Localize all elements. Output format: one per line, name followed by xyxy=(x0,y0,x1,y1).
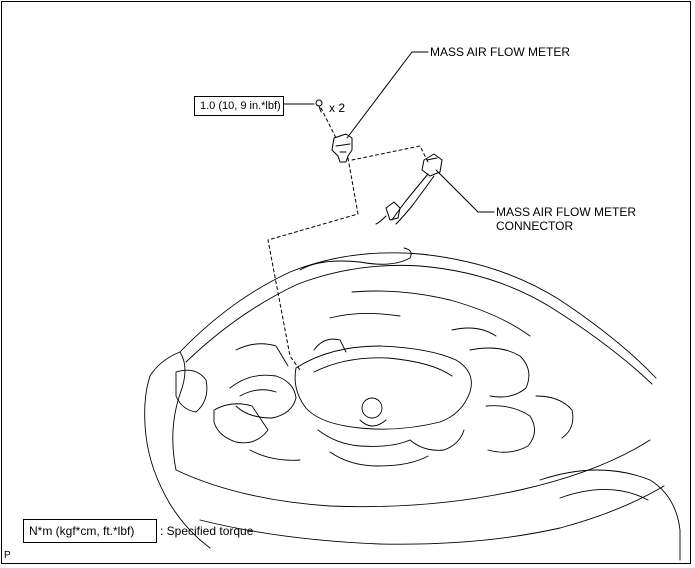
callout-maf-meter: MASS AIR FLOW METER xyxy=(430,45,571,59)
callout-maf-connector-line2: CONNECTOR xyxy=(496,219,574,233)
callout-maf-connector-line1: MASS AIR FLOW METER xyxy=(496,205,637,219)
corner-mark: P xyxy=(4,550,11,561)
bolt xyxy=(315,99,323,113)
torque-spec-box: 1.0 (10, 9 in.*lbf) xyxy=(194,96,284,116)
dashed-guides xyxy=(267,107,429,371)
bolt-quantity: x 2 xyxy=(329,101,346,115)
mass-air-flow-meter xyxy=(331,133,353,163)
legend-units-box: N*m (kgf*cm, ft.*lbf) xyxy=(23,519,157,543)
torque-value: 1.0 (10, 9 in.*lbf) xyxy=(200,100,281,112)
vehicle-body xyxy=(144,247,681,561)
legend-description: : Specified torque xyxy=(160,524,254,538)
leader-lines xyxy=(283,51,495,213)
maf-connector-leader xyxy=(435,169,495,213)
maf-connector xyxy=(375,153,443,225)
maf-meter-leader xyxy=(346,51,429,139)
legend-units: N*m (kgf*cm, ft.*lbf) xyxy=(29,524,135,538)
